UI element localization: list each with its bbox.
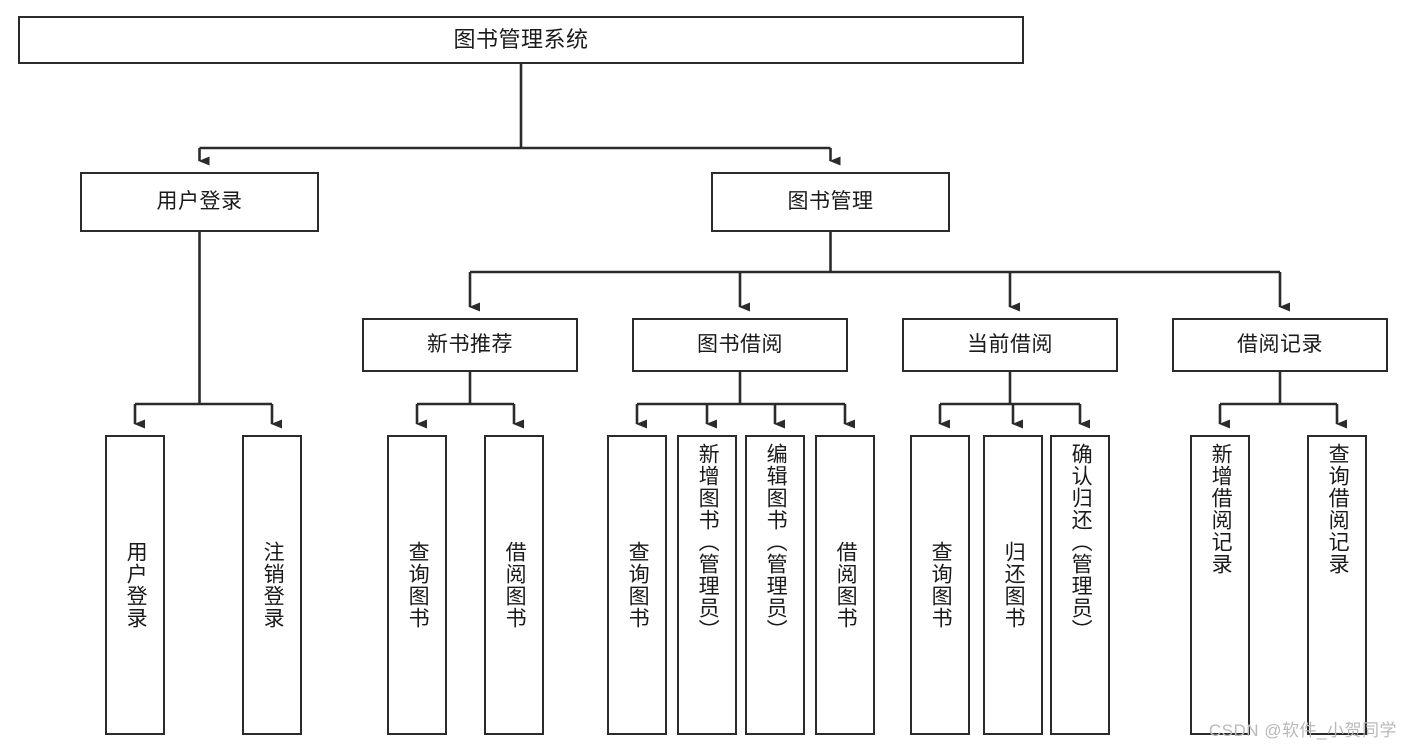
node-leaf-12[interactable]: 新增借阅记录 bbox=[1190, 435, 1250, 735]
node-label: 查询图书 bbox=[406, 541, 430, 629]
node-book-mgmt[interactable]: 图书管理 bbox=[711, 172, 950, 232]
node-label: 借阅图书 bbox=[503, 541, 527, 629]
node-leaf-2[interactable]: 注销登录 bbox=[242, 435, 302, 735]
node-leaf-3[interactable]: 查询图书 bbox=[387, 435, 447, 735]
node-label: 新书推荐 bbox=[427, 332, 513, 356]
node-leaf-9[interactable]: 查询图书 bbox=[910, 435, 970, 735]
node-label: 图书管理 bbox=[787, 189, 874, 213]
node-borrow[interactable]: 图书借阅 bbox=[632, 318, 848, 372]
node-label: 借阅图书 bbox=[834, 541, 858, 629]
node-label: 查询借阅记录 bbox=[1326, 443, 1350, 575]
node-label: 图书管理系统 bbox=[453, 27, 589, 53]
node-label: 新增借阅记录 bbox=[1209, 443, 1233, 575]
node-leaf-5[interactable]: 查询图书 bbox=[607, 435, 667, 735]
node-leaf-6[interactable]: 新增图书（管理员） bbox=[677, 435, 737, 735]
node-label: 归还图书 bbox=[1002, 541, 1026, 629]
node-leaf-8[interactable]: 借阅图书 bbox=[815, 435, 875, 735]
node-leaf-1[interactable]: 用户登录 bbox=[105, 435, 165, 735]
node-label: 确认归还（管理员） bbox=[1069, 443, 1093, 641]
node-label: 当前借阅 bbox=[967, 332, 1053, 356]
node-leaf-10[interactable]: 归还图书 bbox=[983, 435, 1043, 735]
node-current[interactable]: 当前借阅 bbox=[902, 318, 1118, 372]
node-user-login[interactable]: 用户登录 bbox=[80, 172, 319, 232]
node-label: 查询图书 bbox=[626, 541, 650, 629]
node-label: 注销登录 bbox=[261, 541, 285, 629]
node-root[interactable]: 图书管理系统 bbox=[18, 16, 1024, 64]
node-records[interactable]: 借阅记录 bbox=[1172, 318, 1388, 372]
node-label: 用户登录 bbox=[124, 541, 148, 629]
node-leaf-7[interactable]: 编辑图书（管理员） bbox=[745, 435, 805, 735]
csdn-watermark: CSDN @软件_小贺同学 bbox=[1208, 721, 1397, 740]
node-new-rec[interactable]: 新书推荐 bbox=[362, 318, 578, 372]
node-label: 用户登录 bbox=[156, 189, 243, 213]
node-label: 新增图书（管理员） bbox=[696, 443, 720, 641]
node-leaf-11[interactable]: 确认归还（管理员） bbox=[1050, 435, 1110, 735]
node-leaf-13[interactable]: 查询借阅记录 bbox=[1307, 435, 1367, 735]
node-label: 查询图书 bbox=[929, 541, 953, 629]
node-label: 图书借阅 bbox=[697, 332, 783, 356]
node-leaf-4[interactable]: 借阅图书 bbox=[484, 435, 544, 735]
node-label: 借阅记录 bbox=[1237, 332, 1323, 356]
node-label: 编辑图书（管理员） bbox=[764, 443, 788, 641]
